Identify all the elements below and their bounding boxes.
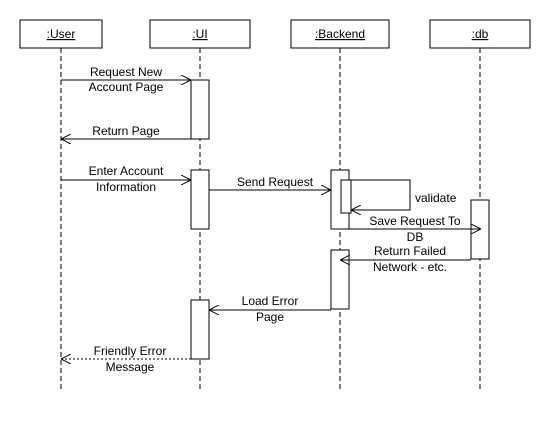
message-label-load-error-page-1: Load Error <box>242 294 299 308</box>
object-db: :db <box>429 19 531 49</box>
message-label-friendly-error-message-2: Message <box>106 360 155 374</box>
message-label-enter-account-information-2: Information <box>96 180 156 194</box>
object-user: :User <box>19 19 103 49</box>
object-label-user: :User <box>47 27 76 41</box>
object-label-backend: :Backend <box>315 27 365 41</box>
activation-ui-3 <box>190 299 210 360</box>
message-label-request-new-account-page-2: Account Page <box>89 80 164 94</box>
message-label-friendly-error-message-1: Friendly Error <box>94 344 167 358</box>
message-label-return-page: Return Page <box>92 124 160 138</box>
object-label-ui: :UI <box>192 27 207 41</box>
activation-ui-2 <box>190 169 210 230</box>
message-label-validate: validate <box>415 191 457 205</box>
message-label-return-failed-1: Return Failed <box>374 244 446 258</box>
message-label-send-request: Send Request <box>237 175 314 189</box>
message-label-request-new-account-page-1: Request New <box>90 65 162 79</box>
message-arrow-validate <box>351 179 411 210</box>
object-ui: :UI <box>149 19 251 49</box>
message-label-load-error-page-2: Page <box>256 310 284 324</box>
message-label-return-failed-2: Network - etc. <box>373 260 447 274</box>
object-backend: :Backend <box>290 19 390 49</box>
activation-backend-self <box>340 179 352 214</box>
message-label-enter-account-information-1: Enter Account <box>89 164 164 178</box>
message-label-save-request-to-db-2: DB <box>407 230 424 244</box>
message-label-save-request-to-db-1: Save Request To <box>369 214 460 228</box>
object-label-db: :db <box>472 27 489 41</box>
activation-ui-1 <box>190 79 210 140</box>
activation-backend-2 <box>330 249 350 310</box>
